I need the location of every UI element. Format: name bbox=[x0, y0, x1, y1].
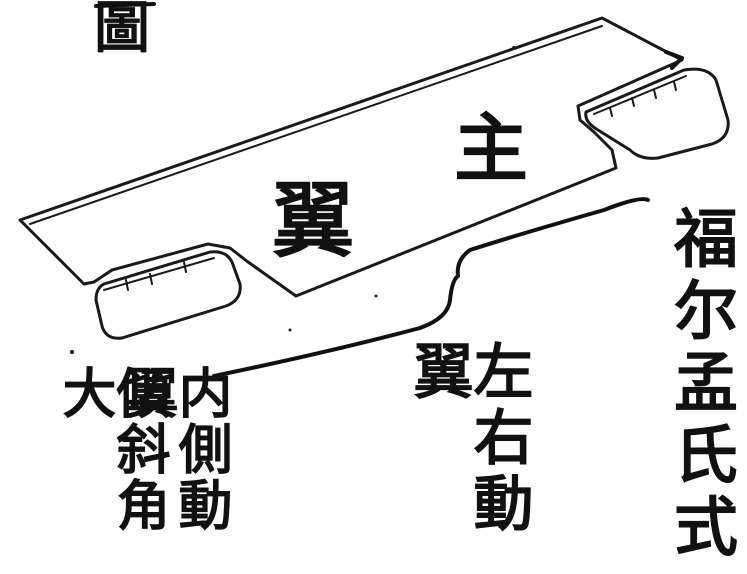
main-wing-label-char-2: 主 bbox=[454, 106, 528, 192]
left-aileron-hinge-marks bbox=[125, 261, 187, 291]
speck-1 bbox=[512, 46, 516, 50]
tilt-angle-label: 傾斜角大 bbox=[53, 365, 171, 533]
brace-under-wing bbox=[212, 197, 650, 378]
wing-tip-arrow bbox=[664, 50, 684, 70]
left-aileron bbox=[94, 250, 242, 340]
main-wing-leading-edge bbox=[29, 25, 603, 225]
speck-3 bbox=[70, 350, 74, 354]
right-aileron bbox=[584, 67, 730, 160]
inner-aileron-label: 内側動翼 bbox=[115, 365, 233, 533]
main-wing-outline bbox=[18, 16, 684, 298]
figure-label-stroke bbox=[94, 2, 156, 8]
right-aileron-hinge-line bbox=[593, 75, 687, 115]
left-aileron-hinge-line bbox=[103, 257, 215, 291]
style-label: 福尔孟氏式 bbox=[663, 205, 738, 565]
speck-4 bbox=[288, 328, 292, 332]
figure-label: 圖 bbox=[94, 0, 154, 61]
left-right-aileron-label: 左右動翼 bbox=[403, 340, 533, 538]
main-wing-label-char-1: 翼 bbox=[272, 173, 355, 269]
speck-2 bbox=[374, 294, 378, 298]
right-aileron-hinge-marks bbox=[609, 81, 677, 117]
